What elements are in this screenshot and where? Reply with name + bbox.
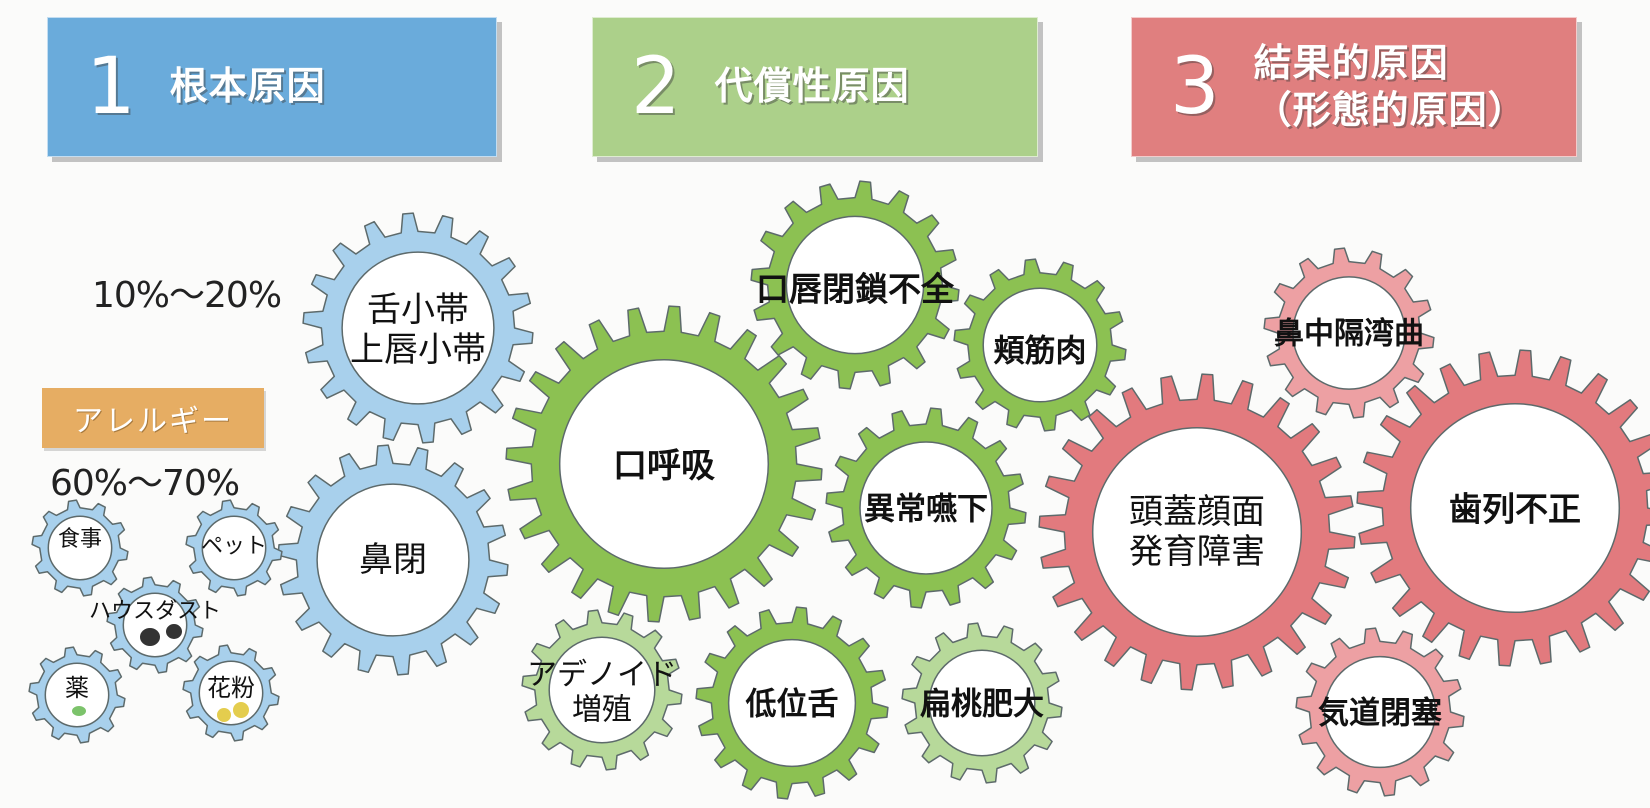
gear-label-house-dust: ハウスダスト: [88, 599, 222, 625]
gear-label-pet: ペット: [200, 534, 268, 560]
gear-label-low-tongue: 低位舌: [745, 686, 839, 723]
pill-icon: [72, 706, 86, 716]
gear-label-craniofacial: 頭蓋顔面発育障害: [1129, 491, 1265, 572]
tongue-tie-rate: 10%〜20%: [92, 275, 282, 316]
gear-label-tonsil: 扁桃肥大: [920, 686, 1044, 723]
gear-drug: [28, 646, 126, 744]
gear-buccinator: [953, 258, 1127, 432]
gear-craniofacial: [1038, 373, 1356, 691]
gear-low-tongue: [695, 606, 889, 800]
header-title: 結果的原因（形態的原因）: [1253, 40, 1527, 133]
header-resulting-causes: 3 結果的原因（形態的原因）: [1131, 17, 1577, 157]
gear-label-lip-incompetence: 口唇閉鎖不全: [756, 269, 954, 309]
gear-house-dust: [106, 576, 204, 674]
gear-label-buccinator: 頬筋肉: [993, 333, 1087, 370]
pollen-icon: [233, 702, 249, 718]
gear-airway: [1295, 627, 1465, 797]
header-number: 3: [1170, 42, 1220, 132]
gear-label-pollen: 花粉: [207, 673, 255, 702]
header-number: 1: [86, 42, 136, 132]
gear-septum: [1263, 247, 1435, 419]
allergy-label: アレルギー: [42, 388, 264, 448]
gear-label-adenoid: アデノイド増殖: [527, 657, 677, 728]
header-title: 根本原因: [169, 64, 326, 109]
gear-adenoid: [521, 609, 683, 771]
gear-tonsil: [901, 622, 1063, 784]
gear-lip-incompetence: [750, 180, 960, 390]
gear-nasal-block: [277, 444, 509, 676]
header-number: 2: [631, 42, 681, 132]
allergy-rate: 60%〜70%: [50, 463, 240, 504]
gear-tongue-tie: [302, 212, 534, 444]
gear-label-drug: 薬: [65, 673, 89, 702]
gear-label-airway: 気道閉塞: [1318, 695, 1442, 732]
gear-label-mouth-breathing: 口呼吸: [613, 445, 715, 486]
gear-meal: [31, 499, 129, 597]
gear-label-nasal-block: 鼻閉: [359, 539, 427, 580]
gear-label-meal: 食事: [57, 527, 103, 553]
gear-label-malocclusion: 歯列不正: [1449, 489, 1581, 529]
gear-abnormal-swallowing: [825, 407, 1027, 609]
dust-icon: [140, 628, 160, 646]
header-compensatory-causes: 2 代償性原因: [592, 17, 1038, 157]
header-title: 代償性原因: [714, 64, 910, 109]
dust-icon: [166, 624, 182, 639]
header-root-causes: 1 根本原因: [47, 17, 497, 157]
gear-pet: [185, 499, 283, 597]
gear-mouth-breathing: [505, 305, 823, 623]
gear-label-septum: 鼻中隔湾曲: [1274, 316, 1424, 352]
pollen-icon: [217, 708, 231, 722]
gear-label-tongue-tie: 舌小帯上唇小帯: [350, 289, 486, 370]
gear-malocclusion: [1356, 349, 1650, 667]
gear-label-abnormal-swallowing: 異常嚥下: [864, 491, 988, 528]
